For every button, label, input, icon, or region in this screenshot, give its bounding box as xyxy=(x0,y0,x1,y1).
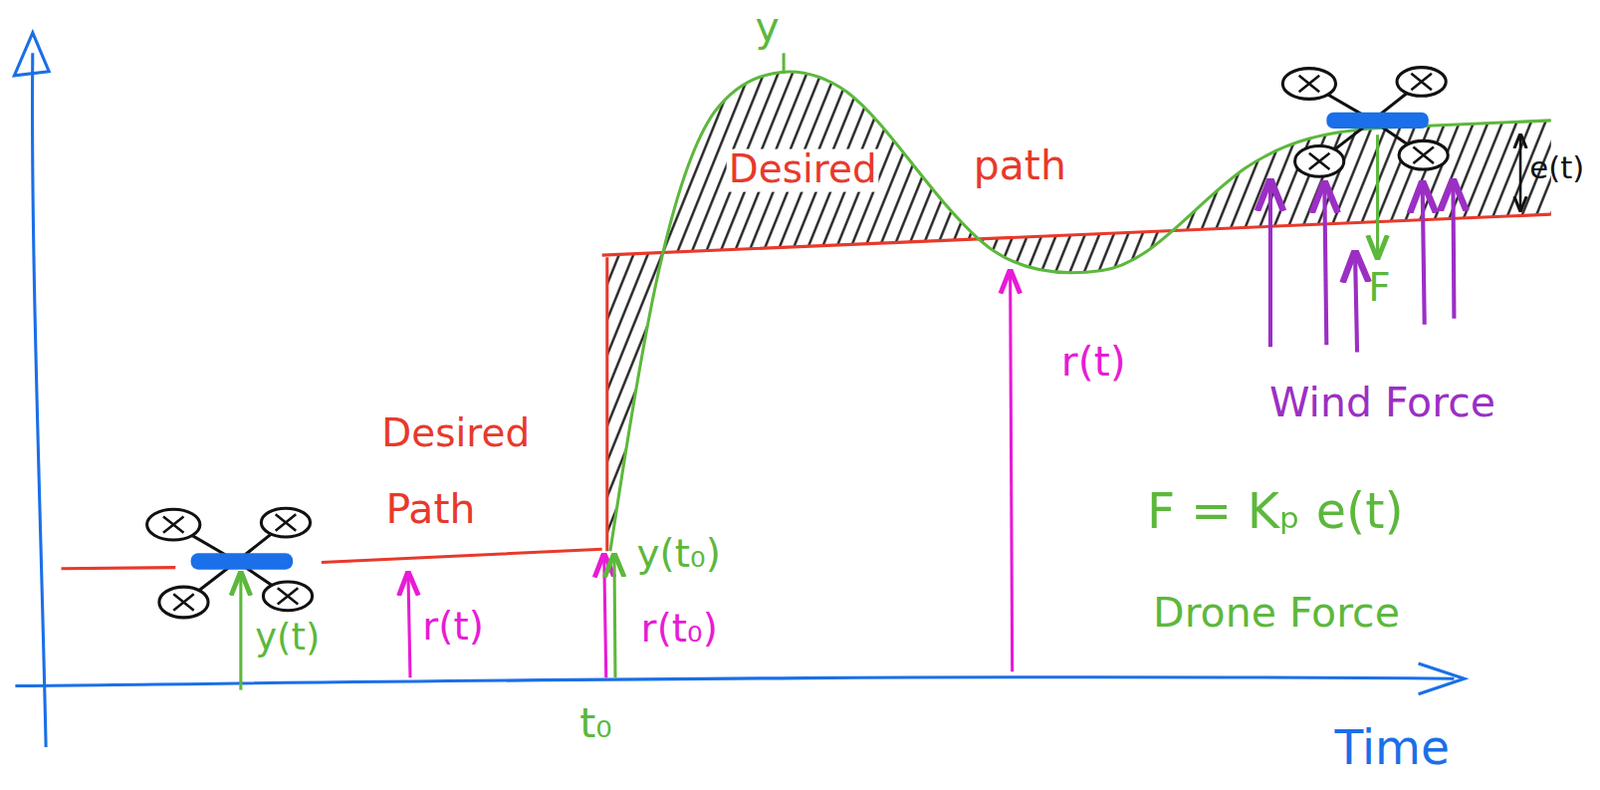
time-marker: t₀ xyxy=(577,699,615,745)
reference-label: r(t) xyxy=(1059,338,1129,384)
reference-label: r(t₀) xyxy=(639,608,720,652)
drone-force-arrow xyxy=(1375,134,1379,257)
reference-arrow xyxy=(604,554,607,678)
time-axis-head xyxy=(1418,663,1465,694)
reference-label: r(t) xyxy=(420,606,486,650)
error-label: e(t) xyxy=(1527,151,1587,186)
wind-label: Wind Force xyxy=(1267,379,1498,425)
force-label: F xyxy=(1366,266,1393,310)
y-axis-head xyxy=(13,32,49,76)
peak-tick xyxy=(782,52,786,73)
force-caption: Drone Force xyxy=(1150,589,1402,635)
drone-icon xyxy=(147,507,313,618)
wind-arrows xyxy=(1270,181,1454,352)
reference-arrow xyxy=(1010,271,1013,673)
axis-label: Time xyxy=(1332,721,1451,774)
output-label: y(t₀) xyxy=(634,532,722,576)
y-axis xyxy=(32,52,47,747)
control-law: F = Kₚ e(t) xyxy=(1144,483,1406,538)
peak-label: y xyxy=(752,3,781,49)
path-label: Desired xyxy=(726,149,880,193)
output-label: y(t) xyxy=(252,616,322,658)
error-arrow xyxy=(1519,134,1523,211)
path-label: Desired xyxy=(379,412,532,456)
drone-icon xyxy=(1282,67,1448,178)
time-axis xyxy=(14,677,1454,686)
output-arrow xyxy=(238,573,242,690)
path-label: path xyxy=(971,142,1069,188)
output-arrow xyxy=(614,554,616,678)
reference-arrow xyxy=(408,573,411,679)
path-label: Path xyxy=(383,485,477,531)
